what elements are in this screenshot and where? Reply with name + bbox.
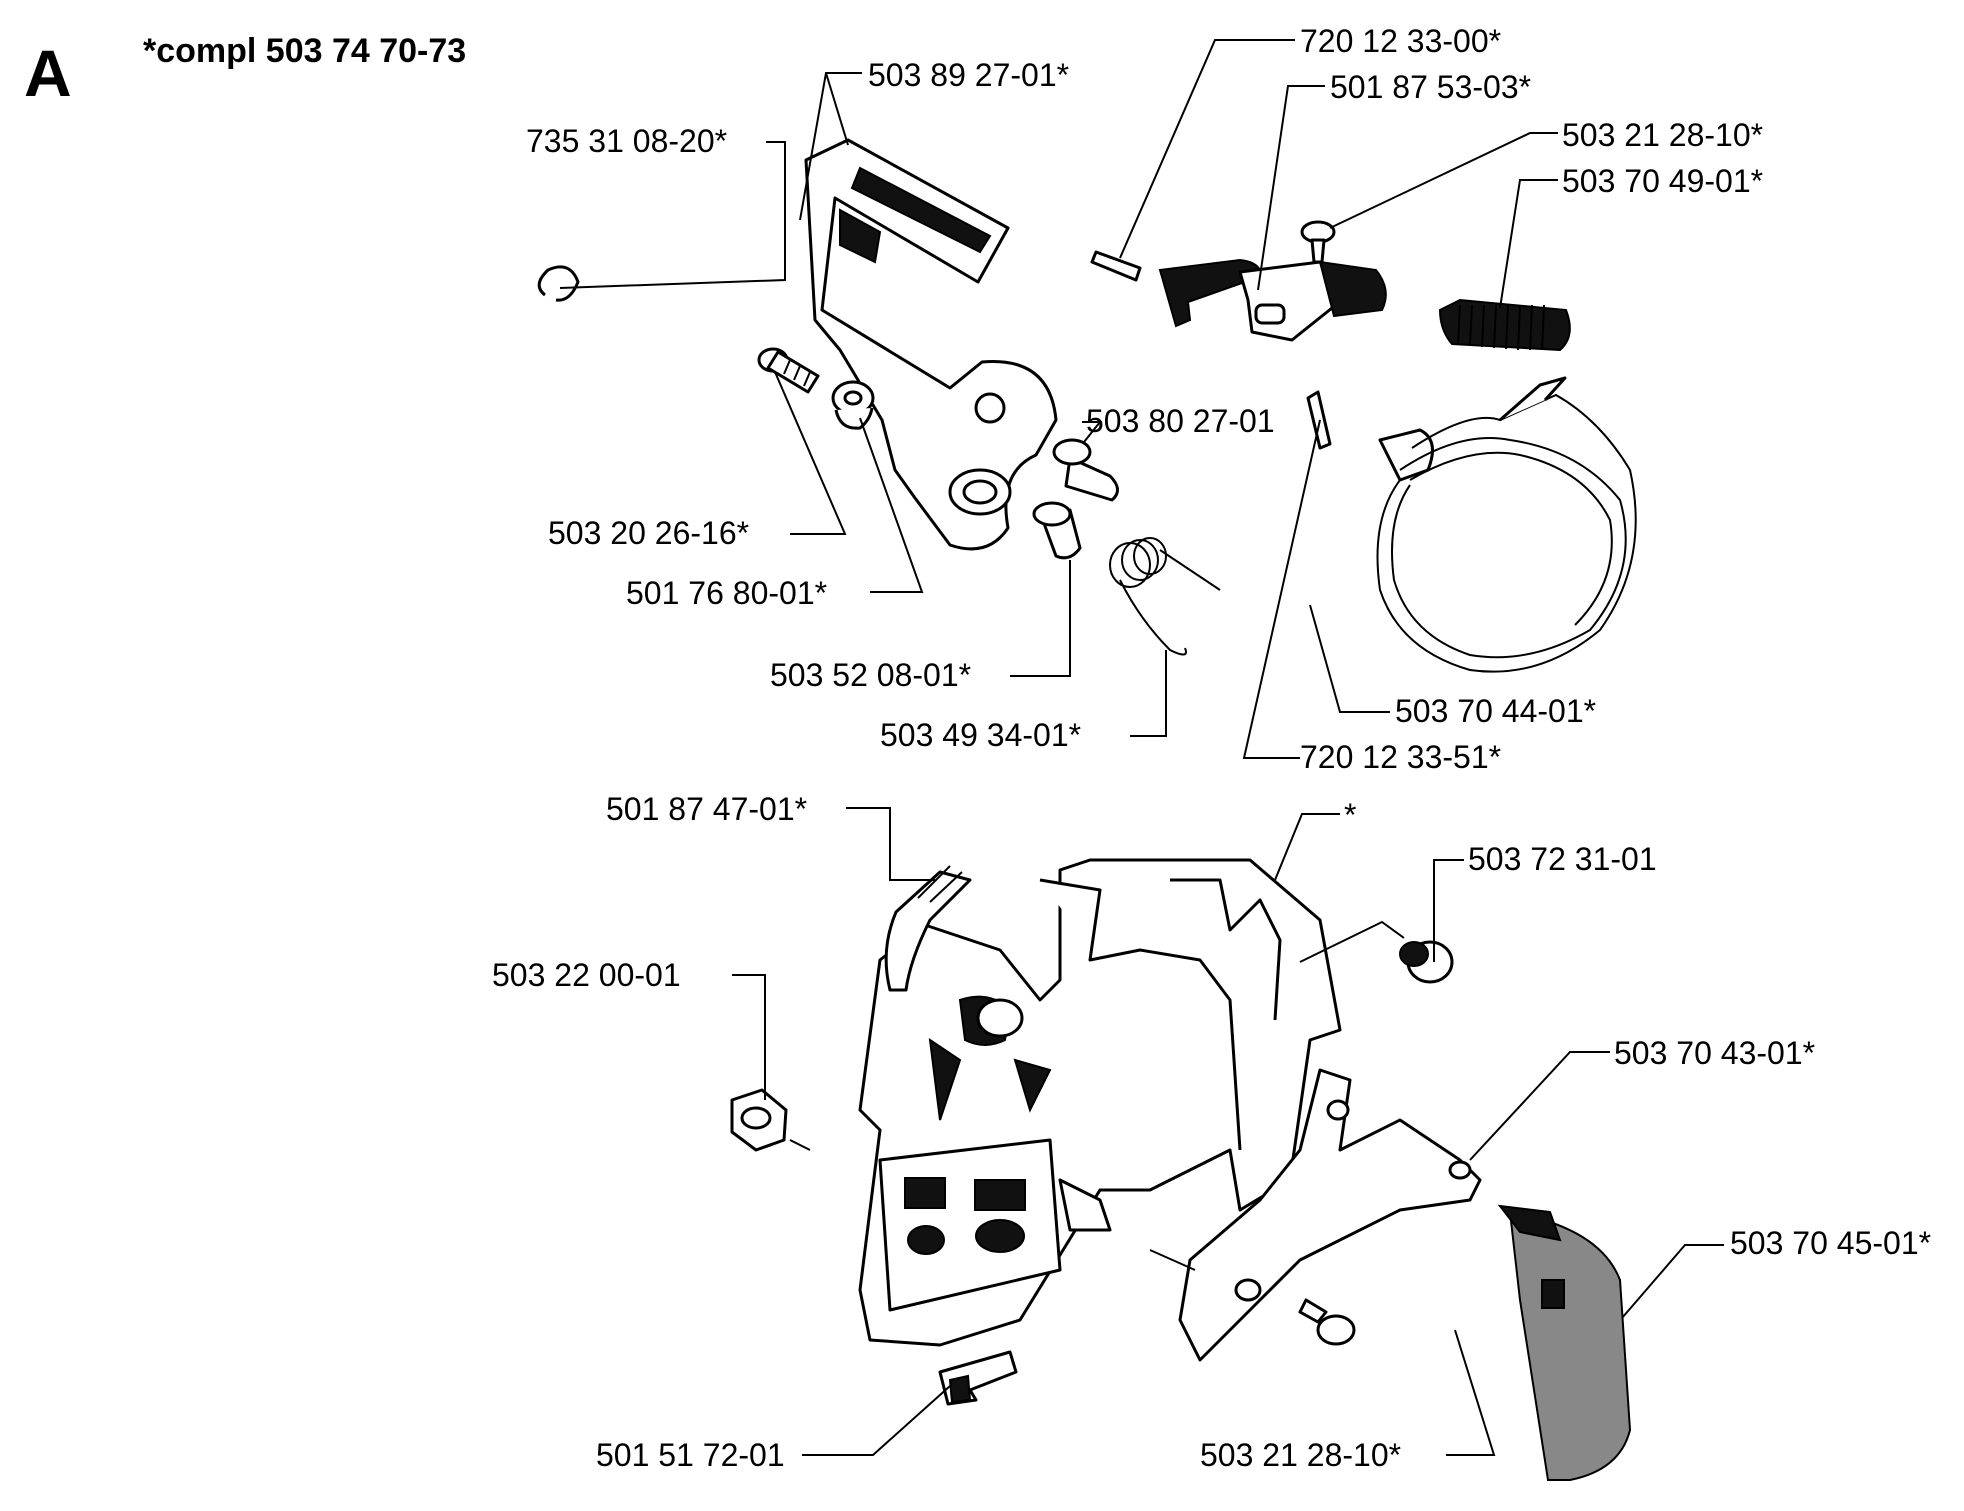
screw-part (757, 347, 820, 394)
assembly-note: *compl 503 74 70-73 (143, 32, 466, 70)
nut-part (730, 1088, 788, 1152)
part-label: 501 76 80-01* (626, 575, 827, 611)
guide-plate-part (1497, 1204, 1632, 1481)
torsion-spring-part (1109, 537, 1221, 656)
cover-screw-part (1298, 1298, 1356, 1346)
part-label: 503 70 45-01* (1730, 1225, 1931, 1261)
rubber-element-part (1399, 940, 1454, 984)
chain-catcher-part (884, 865, 972, 992)
bushing-part (831, 380, 875, 430)
part-label: 503 70 44-01* (1395, 693, 1596, 729)
part-label: 501 51 72-01 (596, 1437, 785, 1473)
part-label: 720 12 33-00* (1300, 23, 1501, 59)
brake-lever-part (1158, 258, 1387, 342)
section-letter: A (24, 36, 72, 110)
part-label: 503 70 43-01* (1614, 1035, 1815, 1071)
part-label: 503 72 31-01 (1468, 841, 1657, 877)
part-label: 503 52 08-01* (770, 657, 971, 693)
brake-handle-part (804, 138, 1058, 551)
brake-band-part (1376, 376, 1637, 673)
leader-lines (559, 39, 1724, 1456)
coil-spring-part (1438, 298, 1571, 352)
sleeve-part (1032, 501, 1082, 560)
part-label: 503 80 27-01 (1086, 403, 1275, 439)
clutch-cover-housing-part (858, 858, 1342, 1347)
small-screw-part (1300, 220, 1336, 264)
part-label: 720 12 33-51* (1300, 739, 1501, 775)
pin-upper-part (1090, 250, 1142, 282)
pin-part (1052, 438, 1119, 502)
part-label: 503 89 27-01* (868, 57, 1069, 93)
cover-plate-part (1178, 1068, 1482, 1362)
part-label: 735 31 08-20* (526, 123, 727, 159)
part-label: * (1344, 797, 1356, 833)
part-label: 503 70 49-01* (1562, 163, 1763, 199)
part-label: 503 22 00-01 (492, 957, 681, 993)
part-label: 503 21 28-10* (1200, 1437, 1401, 1473)
part-label: 503 21 28-10* (1562, 117, 1763, 153)
part-label: 501 87 53-03* (1330, 69, 1531, 105)
part-label: 501 87 47-01* (606, 791, 807, 827)
block-part (938, 1350, 1018, 1406)
circlip-part (537, 265, 580, 302)
part-label: 503 20 26-16* (548, 515, 749, 551)
part-label: 503 49 34-01* (880, 717, 1081, 753)
